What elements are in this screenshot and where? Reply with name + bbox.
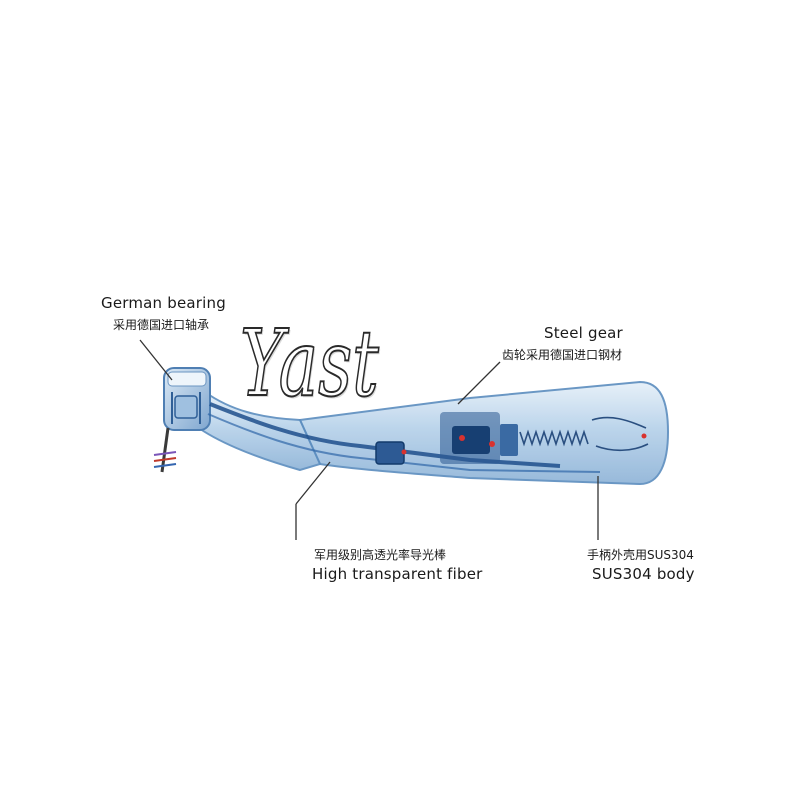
steel-gear-label-cn: 齿轮采用德国进口钢材 <box>502 348 623 362</box>
body-label: SUS304 body <box>592 565 695 583</box>
german-bearing-label: German bearing <box>101 294 226 312</box>
fiber-label-cn: 军用级别高透光率导光棒 <box>314 548 447 562</box>
fiber-label: High transparent fiber <box>312 565 483 583</box>
gear-assembly <box>440 412 518 464</box>
body-label-cn: 手柄外壳用SUS304 <box>587 548 694 562</box>
fiber-rod <box>209 402 561 468</box>
watermark-text: Yast <box>239 310 379 417</box>
neck-connector <box>375 441 405 465</box>
rear-internals <box>591 416 649 452</box>
spring-coil <box>519 429 589 447</box>
bur-tool <box>153 427 177 473</box>
steel-gear-label: Steel gear <box>544 324 623 342</box>
handpiece-head <box>163 367 211 431</box>
german-bearing-label-cn: 采用德国进口轴承 <box>113 318 210 332</box>
leader-lines <box>139 339 599 540</box>
